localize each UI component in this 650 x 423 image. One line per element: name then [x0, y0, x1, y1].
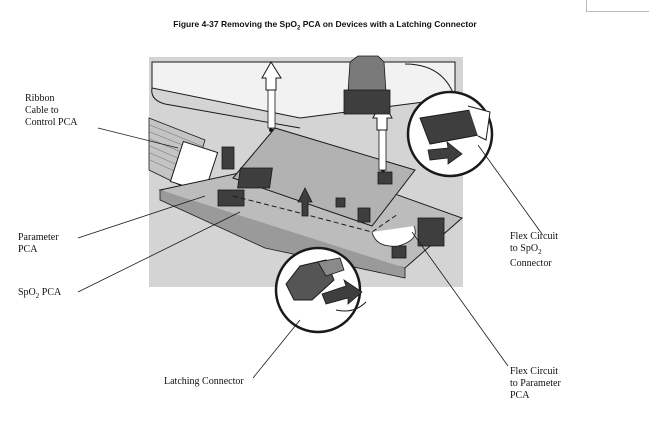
housing-edge: [151, 87, 301, 129]
figure-title-prefix: Figure 4-37 Removing the SpO: [173, 19, 298, 29]
leader-flex-parameter: [411, 231, 509, 367]
leader-lines: [77, 127, 543, 379]
label-ribbon-cable: Ribbon Cable to Control PCA: [25, 93, 78, 129]
label-parameter-pca-line-1: Parameter: [18, 232, 59, 243]
figure-title-suffix: PCA on Devices with a Latching Connector: [300, 19, 477, 29]
label-flex-parameter-line-1: Flex Circuit: [510, 366, 559, 377]
leader-ribbon-cable: [97, 127, 179, 149]
leader-parameter-pca: [77, 195, 206, 239]
leader-latching-connector: [252, 319, 301, 379]
detail-latch-tab: [317, 257, 345, 277]
label-ribbon-cable-line-2: Cable to: [25, 105, 59, 116]
label-flex-spo2-line-1: Flex Circuit: [510, 231, 559, 242]
page-corner-mark: [586, 0, 649, 12]
label-latching-connector: Latching Connector: [164, 376, 244, 388]
leader-flex-spo2: [477, 144, 543, 235]
label-flex-spo2: Flex Circuit to SpO2 Connector: [510, 231, 558, 270]
detail-latch-body: [285, 259, 335, 301]
label-parameter-pca-line-2: PCA: [18, 244, 38, 255]
spo2-pca-board: [232, 127, 416, 227]
parameter-pca-component: [221, 146, 235, 170]
parameter-connector: [417, 217, 445, 247]
label-flex-spo2-prefix: to SpO: [510, 243, 539, 254]
figure-title-subscript: 2: [297, 25, 301, 32]
detail-flex-strip: [335, 301, 367, 312]
label-spo2-pca-suffix: PCA: [39, 287, 62, 298]
label-spo2-pca-subscript: 2: [35, 292, 40, 300]
figure-title: Figure 4-37 Removing the SpO2 PCA on Dev…: [0, 19, 650, 32]
label-flex-parameter-line-3: PCA: [510, 390, 530, 401]
label-latching-connector-text: Latching Connector: [164, 376, 244, 387]
leader-spo2-pca: [77, 211, 241, 293]
lift-arrow-center: [297, 187, 313, 217]
label-flex-parameter: Flex Circuit to Parameter PCA: [510, 366, 561, 402]
top-cable-plug-body: [343, 89, 391, 115]
label-spo2-pca-prefix: SpO: [18, 287, 36, 298]
spo2-pca-component: [335, 197, 346, 208]
flex-circuit-loop: [371, 225, 416, 247]
mounting-hole-left: [269, 128, 273, 132]
label-spo2-pca: SpO2 PCA: [18, 287, 61, 302]
spo2-pca-chip: [237, 167, 273, 189]
label-flex-spo2-subscript: 2: [538, 248, 542, 256]
label-parameter-pca: Parameter PCA: [18, 232, 59, 256]
label-spo2-pca-line: SpO2 PCA: [18, 287, 61, 302]
top-cable-plug: [347, 55, 387, 93]
parameter-small-connector: [391, 245, 407, 259]
detail-pull-arrow-right: [427, 141, 463, 165]
label-flex-spo2-line-2: to SpO2: [510, 243, 558, 258]
label-flex-parameter-line-2: to Parameter: [510, 378, 561, 389]
detail-pull-arrow-lower: [321, 279, 363, 305]
parameter-pca-chip: [217, 189, 245, 207]
spo2-pca-connector: [377, 171, 393, 185]
detail-flex-circuit: [467, 105, 491, 141]
spo2-latching-connector-small: [357, 207, 371, 223]
label-ribbon-cable-line-3: Control PCA: [25, 117, 78, 128]
label-flex-spo2-line-3: Connector: [510, 258, 552, 269]
lift-arrow-left: [261, 61, 282, 91]
label-ribbon-cable-line-1: Ribbon: [25, 93, 55, 104]
spo2-pca-outline-dashed: [232, 195, 399, 233]
